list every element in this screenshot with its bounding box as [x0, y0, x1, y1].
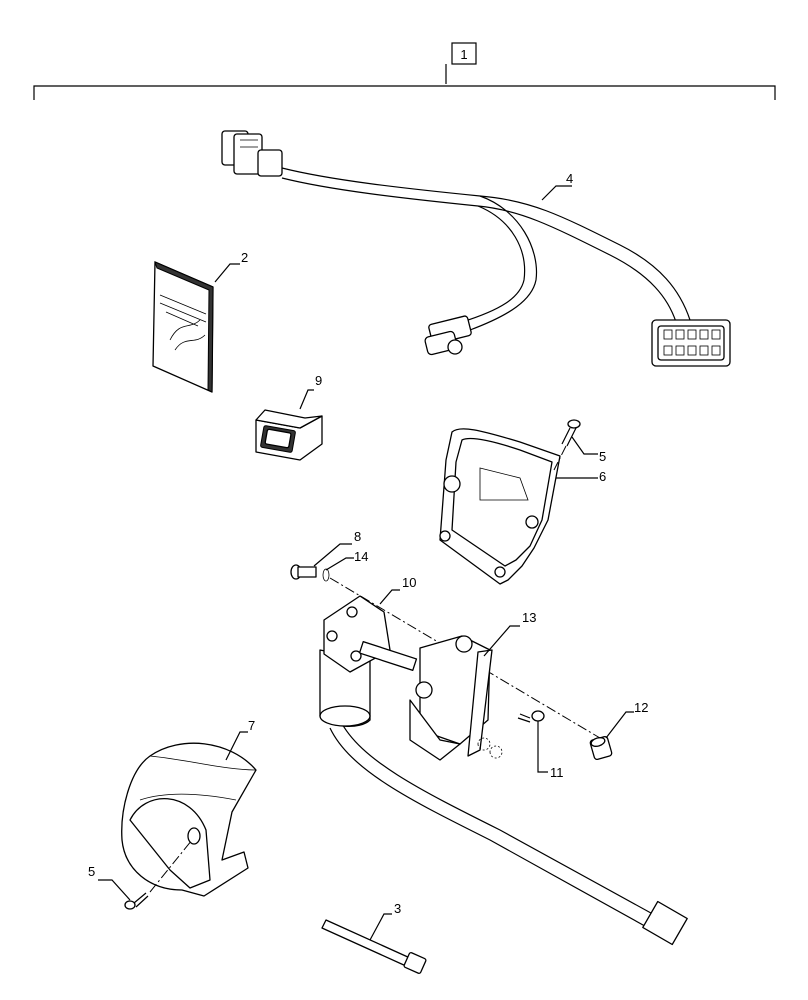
mounting-housing: 6 [439, 428, 606, 585]
callout-13: 13 [522, 610, 536, 625]
cable-tie: 3 [321, 901, 427, 974]
bushing: 12 [589, 700, 648, 761]
callout-11: 11 [550, 765, 564, 780]
callout-6: 6 [599, 469, 606, 484]
assembly-label: 1 [460, 47, 467, 62]
actuator-motor: 10 [319, 575, 688, 946]
callout-12: 12 [634, 700, 648, 715]
instruction-sheet: 2 [152, 250, 248, 393]
callout-3: 3 [394, 901, 401, 916]
screw-top: 5 [553, 419, 606, 471]
callout-8: 8 [354, 529, 361, 544]
callout-7: 7 [248, 718, 255, 733]
assembly-label-box [451, 42, 477, 65]
screw-bottom: 5 [88, 839, 193, 910]
callout-10: 10 [402, 575, 416, 590]
cover: 7 [121, 718, 257, 897]
wiring-harness: 4 [221, 130, 731, 367]
callout-5-top: 5 [599, 449, 606, 464]
callout-14: 14 [354, 549, 368, 564]
bolt-and-washer: 8 14 [290, 529, 601, 739]
callout-9: 9 [315, 373, 322, 388]
callout-4: 4 [566, 171, 573, 186]
callout-2: 2 [241, 250, 248, 265]
gear-bracket: 13 [409, 610, 536, 761]
callout-5-bottom: 5 [88, 864, 95, 879]
rocker-switch: 9 [255, 373, 323, 461]
screw-11: 11 [517, 710, 564, 780]
assembly-bracket: 1 [33, 42, 776, 100]
